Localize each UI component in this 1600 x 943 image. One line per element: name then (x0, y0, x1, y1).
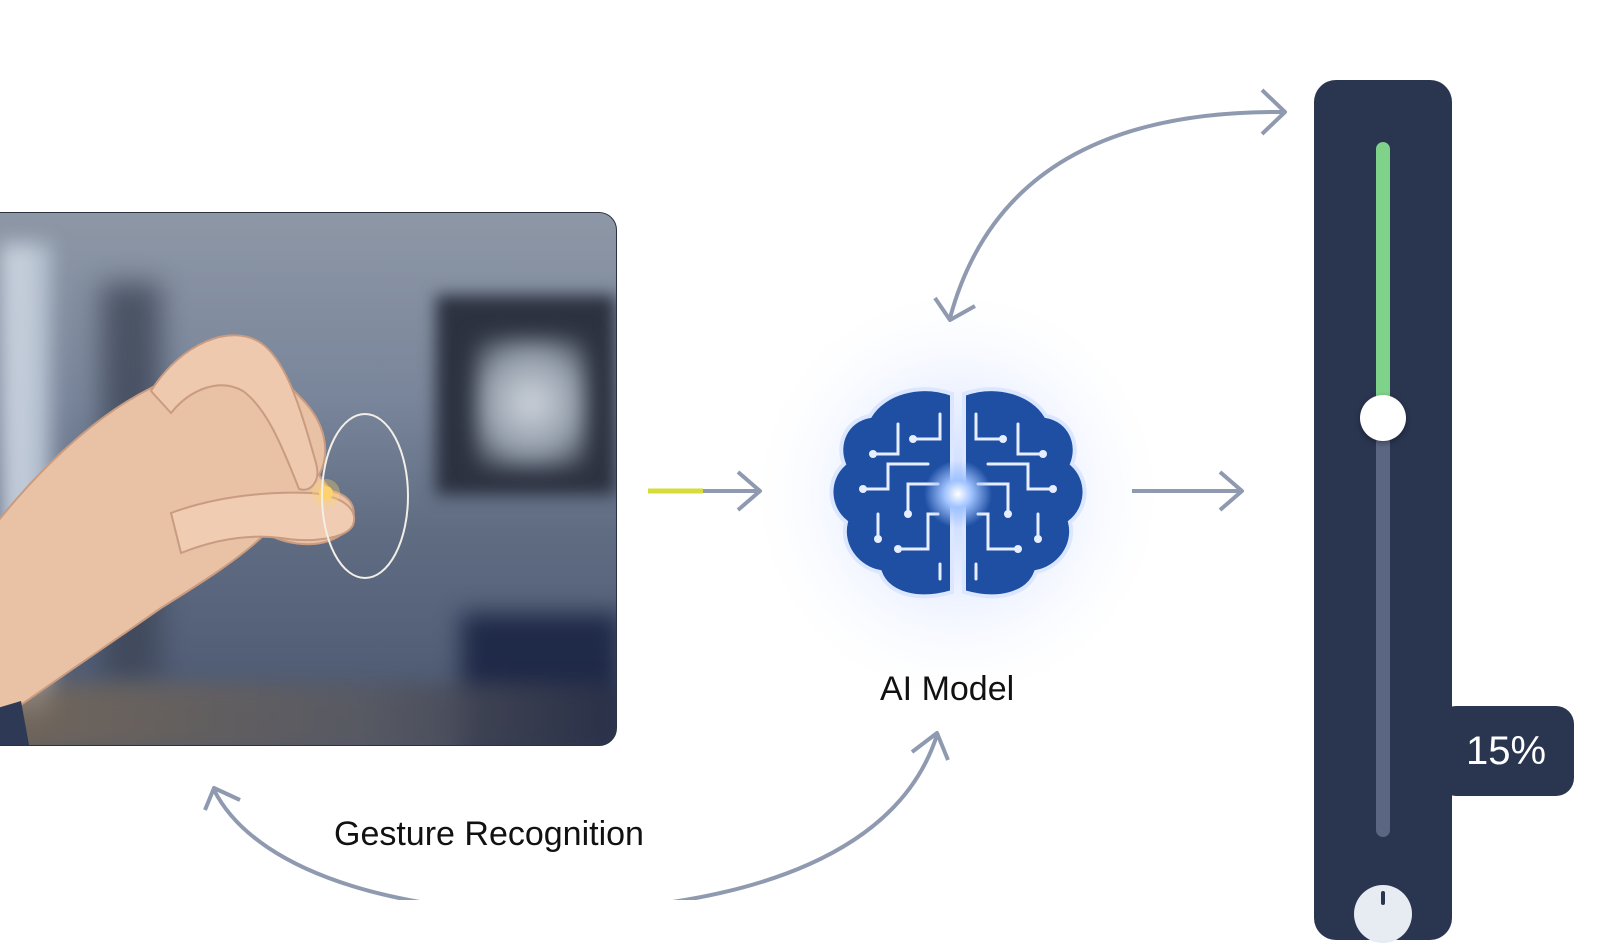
pinching-hand (0, 334, 356, 745)
arrow-to-ai-model (648, 470, 762, 512)
volume-slider-fill (1376, 142, 1390, 419)
flow-graphics (203, 88, 1287, 900)
curved-arrow-top (933, 88, 1287, 322)
volume-percent-badge: 15% (1438, 706, 1574, 796)
ai-model-label: AI Model (880, 670, 1015, 708)
volume-slider-panel (1314, 80, 1452, 943)
volume-slider-knob[interactable] (1360, 395, 1406, 442)
volume-slider-track[interactable] (1376, 142, 1390, 837)
diagram-stage: AI Model Gesture Recognition 15% (0, 80, 1574, 943)
camera-view (0, 212, 617, 746)
arrow-to-volume-slider (1132, 470, 1244, 512)
blurred-picture (476, 338, 586, 468)
curved-arrow-bottom (203, 731, 950, 900)
pinch-gesture-ring (321, 413, 409, 579)
circuit-brain-icon (829, 387, 1087, 599)
blurred-floor (0, 683, 616, 745)
power-knob-icon (1354, 885, 1412, 943)
gesture-recognition-label: Gesture Recognition (334, 815, 644, 853)
